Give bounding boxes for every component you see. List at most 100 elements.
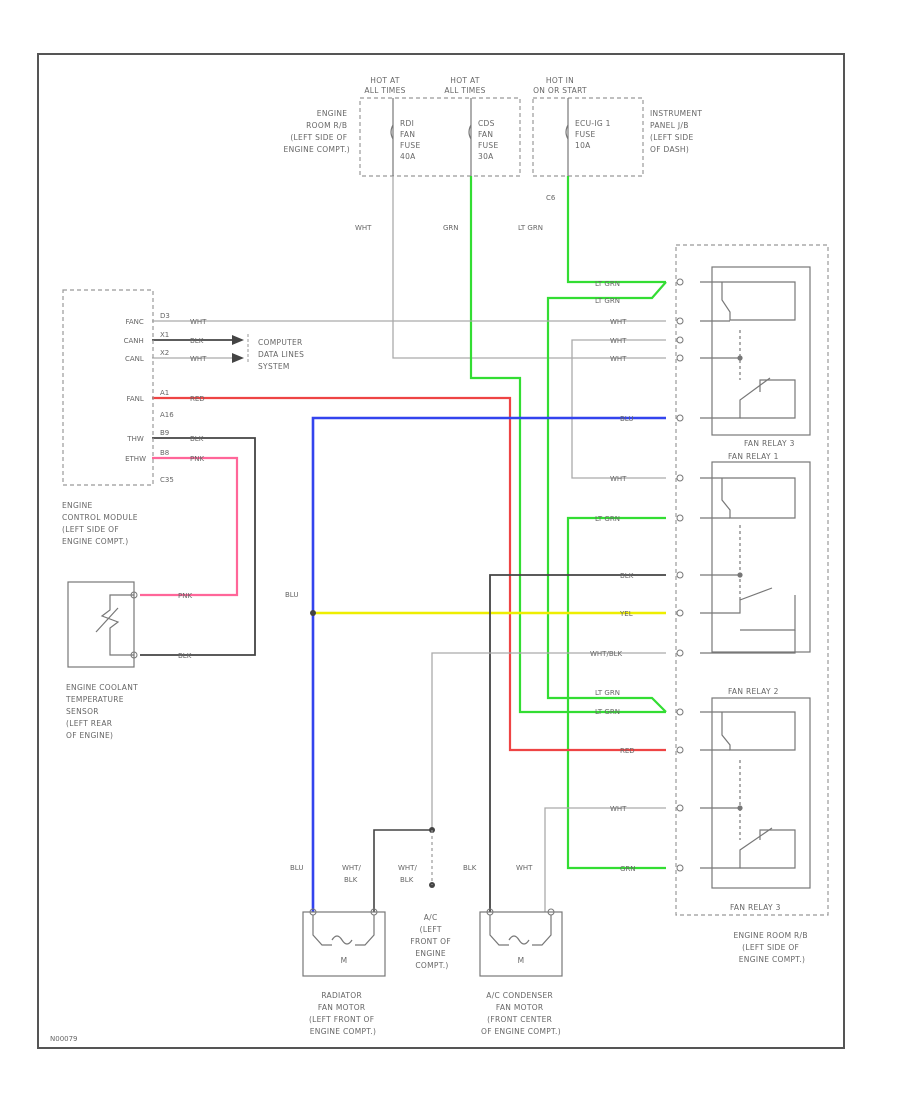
wire-ltgrn-relay1 [566,516,666,870]
ecm-pin-canl: CANL [125,355,144,363]
ecm-conn-5: A16 [160,411,174,419]
hot-label-1b: ALL TIMES [364,86,405,95]
svg-text:A/C (LEFT FRONT OF: A/C (LEFT FRONT OF ENGINE COMPT.) [410,913,453,970]
jb-right-line3: (LEFT SIDE [650,133,693,142]
lbl-blk-thw: BLK [190,435,204,443]
fuse3-l1: ECU-IG 1 [575,119,611,128]
relay-jb-label-3: ENGINE COMPT.) [739,955,805,964]
wire-blu [311,416,666,912]
lbl-blk-sensor: BLK [178,652,192,660]
ecm-conn-6: B9 [160,429,169,437]
fuse-icon-2 [468,98,472,176]
ac-switch: A/C (LEFT FRONT OF ENGINE COMPT.) [410,830,453,970]
ecm-conn-1: D3 [160,312,170,320]
svg-text:WHT/BLK: WHT/BLK [398,864,417,884]
lbl-wht-canl: WHT [190,355,207,363]
relay2-box [711,697,811,889]
relay1-label: FAN RELAY 1 [728,452,779,461]
data-lines-1: COMPUTER [258,338,303,347]
svg-text:ENGINE CONTROL MODULE: ENGINE CONTROL MODULE (LEFT SIDE OF ENGI… [62,501,140,546]
arrow-icon-canl [232,353,244,363]
data-lines-3: SYSTEM [258,362,290,371]
ac-label-1: A/C [424,913,438,922]
relay3-label: FAN RELAY 3 [744,439,795,448]
motor2-label-4: OF ENGINE COMPT.) [481,1027,561,1036]
ac-label-5: COMPT.) [415,961,448,970]
sensor-label-3: SENSOR [66,707,99,716]
lbl-ltgrn-6: LT GRN [595,708,620,716]
svg-text:ENGINE COOLANT TEMPERATU: ENGINE COOLANT TEMPERATURE SENSOR (LEFT … [65,683,141,740]
ecm-box [62,289,154,486]
svg-text:ENGINE ROOM R/B (L: ENGINE ROOM R/B (LEFT SIDE OF ENGINE COM… [284,109,350,154]
wire-red-fanl [152,396,666,752]
radiator-fan-motor: M RADIATOR FAN MOTOR (LEFT FRONT OF ENGI… [302,908,386,1036]
lbl-blk-m2: BLK [463,864,477,872]
lbl-whtslash-2: WHT/ [398,864,417,872]
fuse1-l4: 40A [400,152,416,161]
motor2-label-1: A/C CONDENSER [486,991,553,1000]
sensor-label-2: TEMPERATURE [65,695,124,704]
relay-jb-label-2: (LEFT SIDE OF [742,943,799,952]
wire-ltgrn-fuse3 [566,176,666,284]
motor1-box [302,911,386,977]
wire-wht-condenser [544,807,666,912]
wire-blk-condenser [489,574,666,912]
relay2-label: FAN RELAY 2 [728,687,779,696]
ecm-pin-ethw: ETHW [125,455,146,463]
motor2-box [479,911,563,977]
fuse2-l4: 30A [478,152,494,161]
ecm-label-3: (LEFT SIDE OF [62,525,119,534]
ac-label-3: FRONT OF [410,937,451,946]
motor1-label-2: FAN MOTOR [318,1003,366,1012]
lbl-pnk-sensor: PNK [178,592,192,600]
lbl-blk-canh: BLK [190,337,204,345]
diagram-frame [37,53,845,1049]
motor2-label-3: (FRONT CENTER [487,1015,552,1024]
engine-control-module: FANC CANH CANL FANL THW ETHW D3 X1 X2 A1… [62,289,174,546]
lbl-ltgrn-4: LT GRN [595,515,620,523]
lbl-pnk-ethw: PNK [190,455,204,463]
sensor-label-5: OF ENGINE) [66,731,113,740]
jb-right-line2: PANEL J/B [650,121,689,130]
ecm-conn-2: X1 [160,331,169,339]
ecm-conn-3: X2 [160,349,169,357]
fuse1-l3: FUSE [400,141,421,150]
lbl-ltgrn-3: LT GRN [595,297,620,305]
ac-condenser-fan-motor: M A/C CONDENSER FAN MOTOR (FRONT CENTER … [479,908,563,1036]
lbl-red-fanl: RED [190,395,205,403]
ecm-pin-fanl: FANL [126,395,143,403]
svg-text:WHT/BLK: WHT/BLK [342,864,361,884]
fuse2-l3: FUSE [478,141,499,150]
fuse1-l1: RDI [400,119,414,128]
fuse2-l1: CDS [478,119,495,128]
relay1-box [711,461,811,653]
splice-blu [310,610,316,616]
wire-ltgrn-relay3b [546,281,667,713]
lbl-wht-fanc: WHT [190,318,207,326]
hot-label-3a: HOT IN [546,76,574,85]
data-lines-2: DATA LINES [258,350,304,359]
computer-data-lines: COMPUTER DATA LINES SYSTEM [232,334,304,371]
lbl-wht-5: WHT [610,475,627,483]
wire-blk-thw [140,437,256,656]
sensor-label-1: ENGINE COOLANT [66,683,138,692]
lbl-yel-1: YEL [619,610,633,618]
lbl-wht-m2: WHT [516,864,533,872]
ecm-pin-thw: THW [126,435,144,443]
wire-whtblk-motor [373,829,432,912]
jb-left-line2: ROOM R/B [306,121,347,130]
lbl-blk-ac: BLK [400,876,414,884]
relay3-box [711,266,811,436]
fuse-box-instrument-panel [532,97,644,177]
sensor-box [67,581,135,668]
fan-relay-2 [700,697,811,889]
ac-label-4: ENGINE [415,949,446,958]
fan-relay-1 [700,461,811,654]
wire-labels: WHT GRN LT GRN LT GRN LT GRN WHT WHT WHT… [178,224,636,884]
hot-label-2a: HOT AT [450,76,480,85]
